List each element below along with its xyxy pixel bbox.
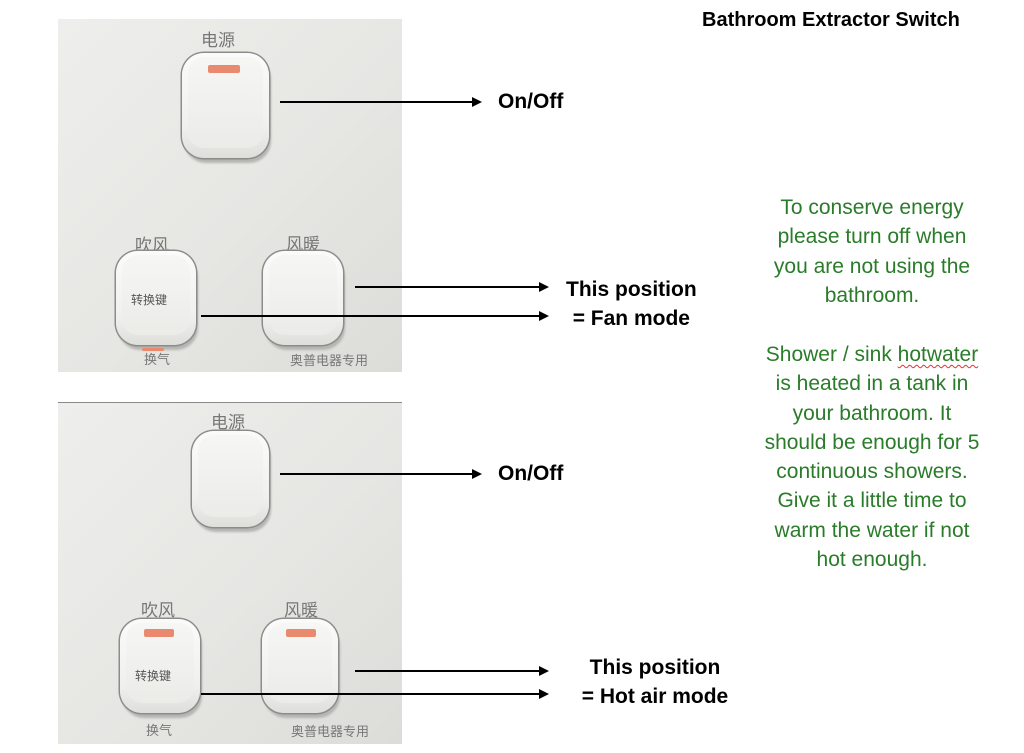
switch-panel-fan-mode: 电源 吹风 风暖 转换键 换气 奥普电器专用 [58, 19, 402, 372]
heat-indicator [286, 629, 316, 637]
pointer-arrow-heat-bottom [355, 666, 549, 676]
page-title: Bathroom Extractor Switch [702, 9, 960, 31]
spellcheck-word: hotwater [897, 343, 979, 366]
on-off-label-bottom: On/Off [498, 462, 564, 485]
energy-note: To conserve energy please turn off when … [773, 196, 971, 307]
brand-label: 奥普电器专用 [290, 354, 369, 369]
hotwater-note: Shower / sink hotwater is heated in a ta… [764, 343, 980, 572]
pointer-arrow-power-top [280, 97, 482, 107]
heat-label: 风暖 [284, 601, 318, 621]
heat-switch[interactable] [262, 619, 338, 713]
heat-label: 风暖 [286, 235, 320, 255]
pointer-arrow-heat-top [355, 282, 549, 292]
fan-mode-label: This position = Fan mode [566, 278, 697, 330]
mode-key-switch[interactable]: 转换键 [116, 251, 196, 345]
brand-label: 奥普电器专用 [291, 725, 370, 740]
mode-indicator [142, 348, 164, 351]
hot-air-mode-label: This position = Hot air mode [581, 656, 729, 708]
power-label: 电源 [211, 413, 245, 433]
vent-label: 换气 [146, 724, 173, 739]
pointer-arrow-mode-top [201, 311, 549, 321]
power-indicator [208, 65, 240, 73]
vent-label: 换气 [144, 353, 171, 368]
mode-indicator [144, 629, 174, 637]
fan-label: 吹风 [141, 601, 175, 621]
mode-key-label: 转换键 [131, 293, 168, 307]
pointer-arrow-mode-bottom [201, 689, 549, 699]
power-switch[interactable] [182, 53, 269, 158]
mode-key-switch[interactable]: 转换键 [120, 619, 200, 713]
power-label: 电源 [201, 31, 235, 51]
on-off-label-top: On/Off [498, 90, 564, 113]
switch-panel-hot-air-mode: 电源 吹风 风暖 转换键 换气 奥普电器专用 [58, 402, 402, 744]
mode-key-label: 转换键 [135, 669, 172, 683]
pointer-arrow-power-bottom [280, 469, 482, 479]
heat-switch[interactable] [263, 251, 343, 345]
power-switch[interactable] [192, 431, 269, 527]
